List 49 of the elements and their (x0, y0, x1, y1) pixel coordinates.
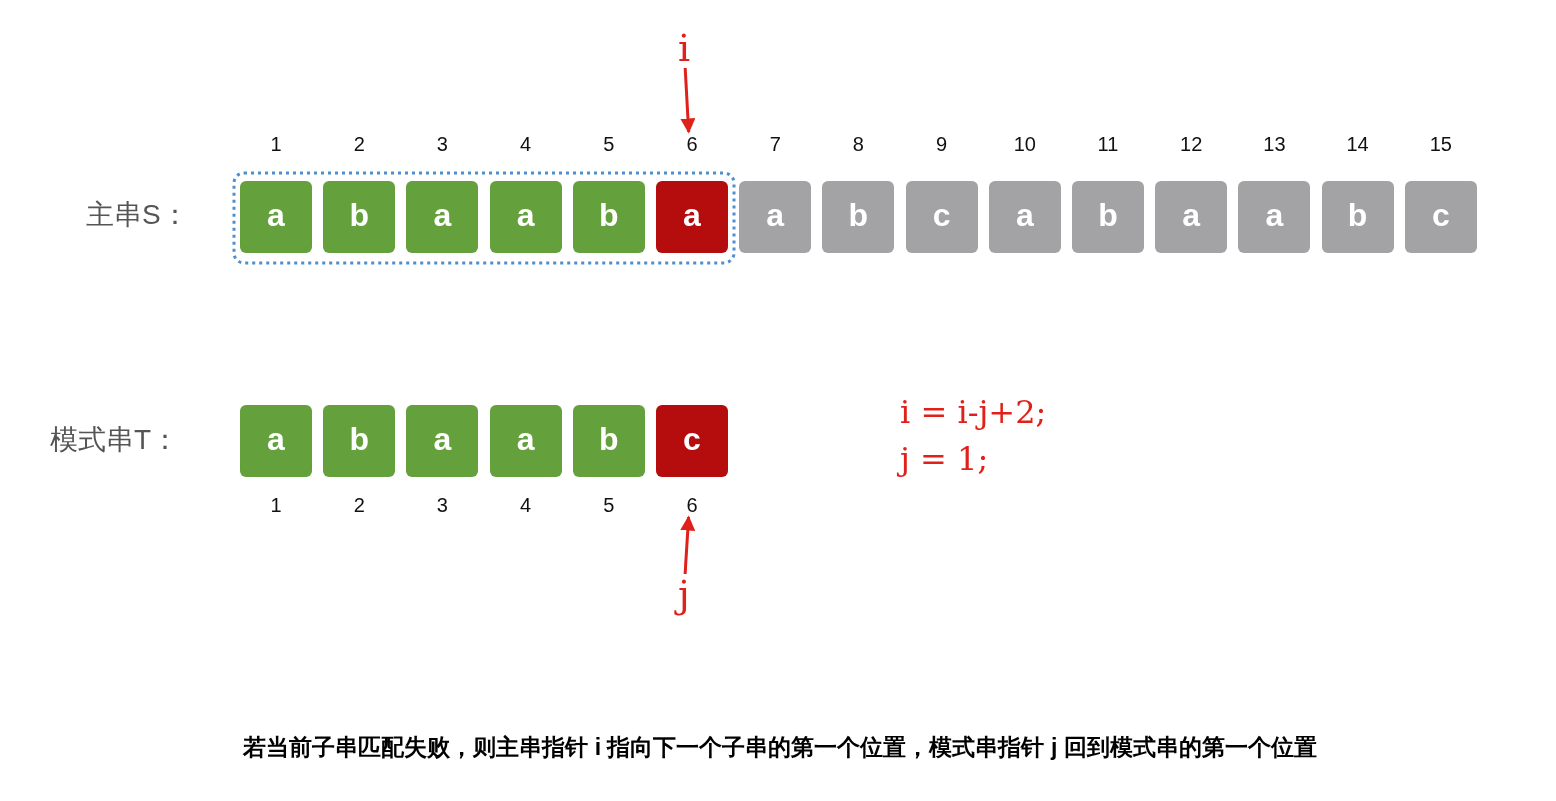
pointer-label: i (678, 28, 691, 68)
row-label: 主串S： (86, 198, 189, 232)
index-number: 5 (603, 132, 615, 156)
letter-cell: b (1072, 181, 1144, 253)
letter-cell: a (240, 181, 312, 253)
index-number: 7 (769, 132, 781, 156)
index-number: 10 (1013, 132, 1036, 156)
letter-cell: a (406, 405, 479, 477)
letter-cell: b (1321, 181, 1394, 253)
letter-cell: a (240, 405, 312, 477)
index-number: 6 (686, 493, 698, 517)
pointer-arrow (680, 67, 696, 134)
letter-cell: a (1155, 181, 1228, 253)
letter-cell: a (1238, 181, 1311, 253)
formula-text: i = i-j+2; (900, 393, 1047, 431)
letter-cell: c (656, 405, 728, 477)
letter-cell: c (905, 181, 978, 253)
index-number: 8 (852, 132, 864, 156)
caption: 若当前子串匹配失败，则主串指针 i 指向下一个子串的第一个位置，模式串指针 j 回到模式串的第一个位置 (242, 733, 1318, 762)
index-number: 4 (520, 493, 532, 517)
letter-cell: b (323, 181, 396, 253)
index-number: 13 (1263, 132, 1286, 156)
index-number: 4 (520, 132, 532, 156)
index-number: 1 (270, 493, 282, 517)
letter-cell: a (489, 405, 562, 477)
index-number: 11 (1097, 132, 1119, 156)
index-number: 5 (603, 493, 615, 517)
row-label: 模式串T： (50, 423, 180, 457)
letter-cell: b (323, 405, 396, 477)
index-number: 1 (270, 132, 282, 156)
letter-cell: a (739, 181, 812, 253)
letter-cell: c (1404, 181, 1477, 253)
letter-cell: a (406, 181, 479, 253)
index-number: 9 (936, 132, 948, 156)
index-number: 3 (436, 132, 448, 156)
index-number: 15 (1429, 132, 1452, 156)
letter-cell: b (572, 405, 645, 477)
letter-cell: a (656, 181, 728, 253)
index-number: 14 (1346, 132, 1369, 156)
pointer-arrow (680, 515, 696, 575)
index-number: 2 (353, 493, 365, 517)
letter-cell: b (822, 181, 895, 253)
index-number: 2 (353, 132, 365, 156)
index-number: 12 (1180, 132, 1203, 156)
index-number: 6 (686, 132, 698, 156)
index-number: 3 (436, 493, 448, 517)
letter-cell: a (988, 181, 1061, 253)
letter-cell: a (489, 181, 562, 253)
letter-cell: b (572, 181, 645, 253)
